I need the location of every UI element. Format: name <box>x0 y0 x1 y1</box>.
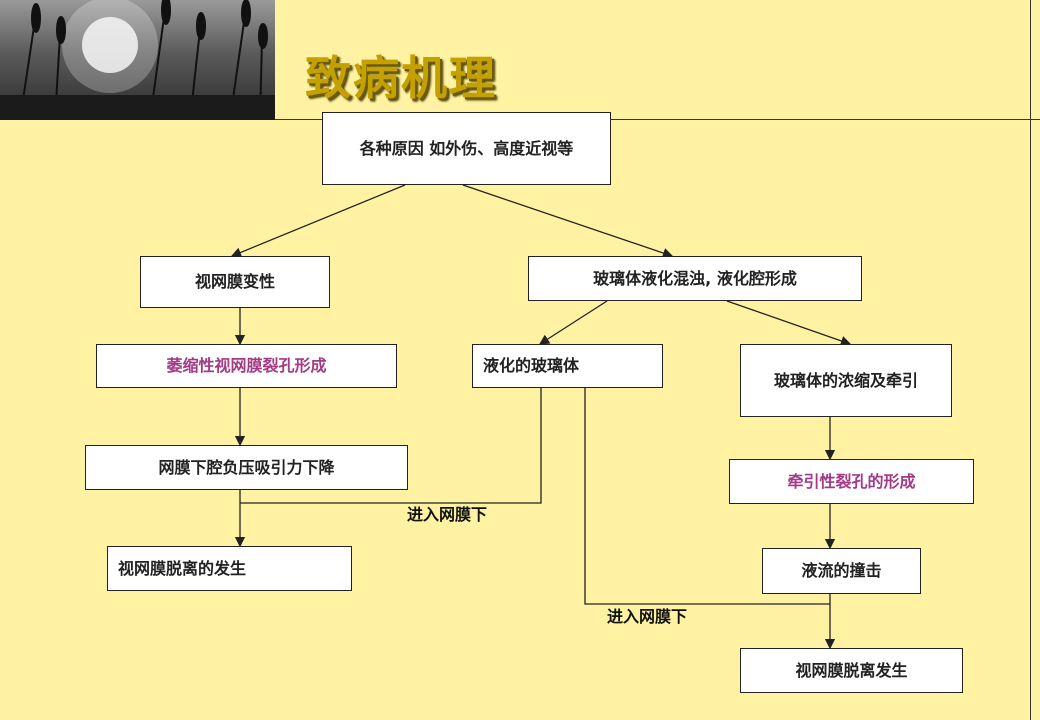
node-traction-hole: 牵引性裂孔的形成 <box>729 459 974 504</box>
wheat-field-photo <box>0 0 275 120</box>
node-vitreous-liquefaction: 玻璃体液化混浊, 液化腔形成 <box>528 256 862 301</box>
label-enter-left: 进入网膜下 <box>407 505 488 524</box>
node-vitreous-traction: 玻璃体的浓缩及牵引 <box>740 344 952 417</box>
label-enter-right: 进入网膜下 <box>607 607 688 626</box>
node-retina-degeneration: 视网膜变性 <box>140 256 330 308</box>
node-detachment-left: 视网膜脱离的发生 <box>107 546 352 591</box>
node-subretinal-pressure: 网膜下腔负压吸引力下降 <box>85 445 408 490</box>
page-title: 致病机理 <box>305 51 497 105</box>
node-cause: 各种原因 如外伤、高度近视等 <box>322 112 611 185</box>
title-divider <box>275 119 1040 120</box>
node-liquefied-vitreous: 液化的玻璃体 <box>472 344 663 388</box>
right-border <box>1030 0 1031 720</box>
node-atrophic-hole: 萎缩性视网膜裂孔形成 <box>96 344 397 388</box>
node-detachment-right: 视网膜脱离发生 <box>740 648 963 693</box>
node-fluid-impact: 液流的撞击 <box>762 548 921 594</box>
